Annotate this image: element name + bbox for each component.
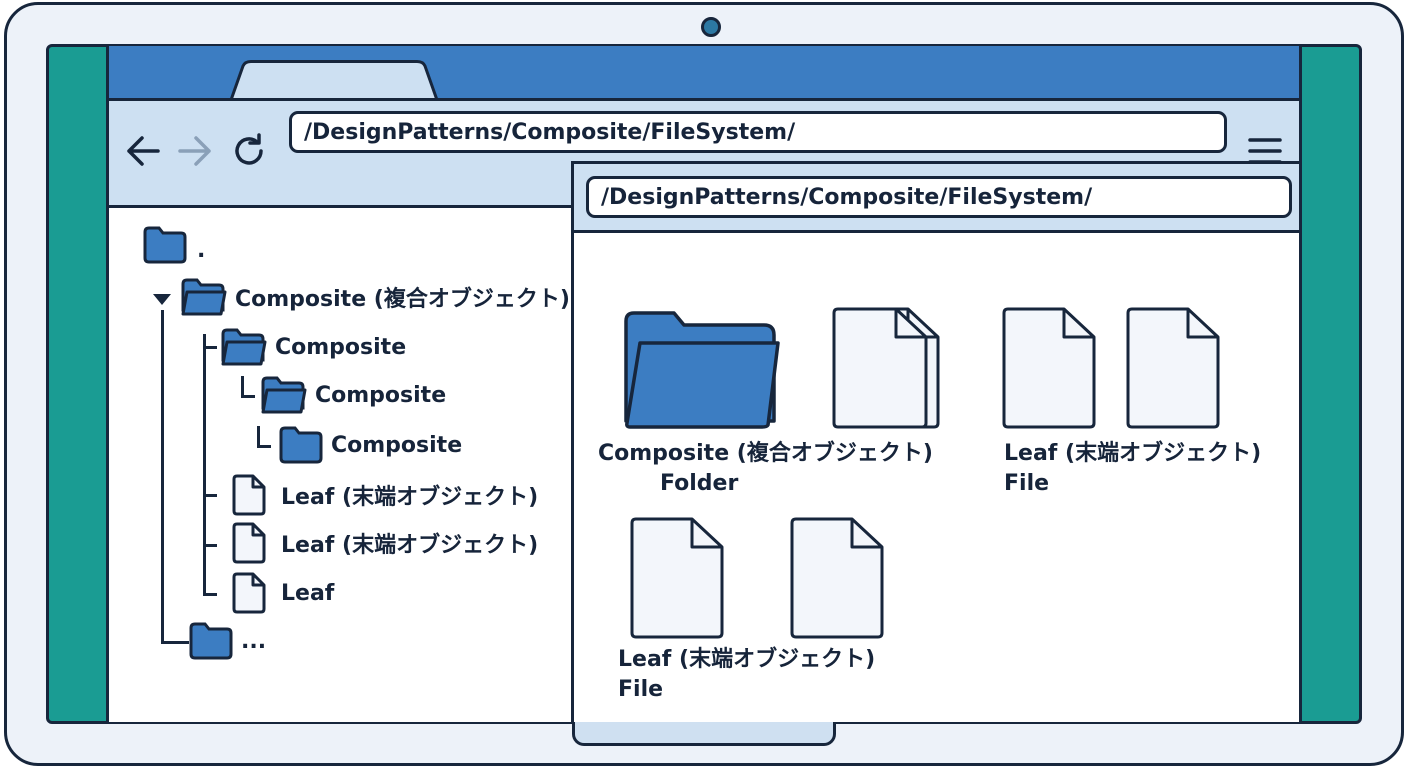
content-item-leaf-file-a[interactable] [1000, 305, 1100, 435]
tree-item-root[interactable]: . [143, 226, 205, 264]
file-icon [1126, 307, 1220, 429]
folder-icon [279, 426, 323, 464]
file-icon [232, 474, 266, 516]
tree-item-label: Composite (複合オブジェクト) [235, 287, 570, 312]
folder-icon [189, 622, 233, 660]
tree-item-label: ... [241, 628, 267, 654]
file-icon [1002, 307, 1096, 429]
tab-strip [109, 46, 1299, 100]
content-item-file-stack[interactable] [830, 305, 946, 435]
browser-tab[interactable] [229, 60, 449, 100]
address-bar-input[interactable] [289, 111, 1227, 153]
folder-tree-pane: . Composite (複合オブジェクト) Composite Composi… [109, 208, 571, 722]
tree-connector [257, 426, 260, 448]
path-strip: /DesignPatterns/Composite/FileSystem/ [574, 161, 1299, 233]
refresh-button[interactable] [227, 129, 271, 173]
forward-button[interactable] [173, 129, 217, 173]
file-browser-window: . Composite (複合オブジェクト) Composite Composi… [106, 46, 1302, 722]
tree-item-label: Leaf [281, 580, 335, 606]
content-item-leaf-file-b[interactable] [1124, 305, 1224, 435]
tree-connector [241, 395, 255, 398]
content-item-type: Folder [660, 471, 739, 496]
tree-connector [241, 376, 244, 398]
expand-caret-icon[interactable] [153, 294, 171, 305]
content-item-leaf-file-d[interactable] [788, 515, 888, 645]
back-button[interactable] [121, 129, 165, 173]
tree-item-label: Leaf (末端オブジェクト) [281, 533, 539, 558]
tree-item-label: Composite [275, 334, 407, 360]
content-item-composite-folder[interactable] [622, 309, 782, 433]
folder-open-icon [624, 311, 780, 429]
folder-contents-pane: /DesignPatterns/Composite/FileSystem/ Co… [571, 161, 1299, 722]
folder-icon [143, 226, 187, 264]
tree-item-composite-root[interactable]: Composite (複合オブジェクト) [181, 278, 570, 316]
refresh-icon [235, 133, 263, 165]
content-item-type: File [1004, 471, 1050, 496]
tree-connector [203, 334, 206, 596]
arrow-left-icon [127, 136, 160, 166]
camera-icon [701, 17, 721, 37]
current-path-field[interactable]: /DesignPatterns/Composite/FileSystem/ [586, 176, 1292, 218]
folder-open-icon [221, 328, 267, 366]
tree-item-leaf-2[interactable]: Leaf (末端オブジェクト) [231, 522, 538, 564]
content-item-name: Composite (複合オブジェクト) [598, 441, 933, 466]
file-icon [790, 517, 884, 639]
tree-connector [203, 494, 217, 497]
content-item-name: Leaf (末端オブジェクト) [618, 647, 876, 672]
tree-item-composite-3[interactable]: Composite [279, 426, 462, 464]
tree-item-label: Composite [315, 382, 447, 408]
folder-open-icon [181, 278, 227, 316]
laptop-base-notch [572, 722, 836, 746]
tree-connector [203, 544, 217, 547]
tree-item-label: Leaf (末端オブジェクト) [281, 485, 539, 510]
tree-connector [257, 445, 271, 448]
tree-connector [161, 641, 189, 644]
file-icon [232, 572, 266, 614]
tree-item-composite-2[interactable]: Composite [261, 376, 446, 414]
tree-connector [161, 310, 164, 644]
arrow-right-icon [178, 136, 211, 166]
content-item-type: File [618, 677, 664, 702]
tree-item-label: Composite [331, 432, 463, 458]
tree-connector [203, 593, 217, 596]
file-icon [630, 517, 724, 639]
tree-item-label: . [197, 237, 206, 263]
tree-connector [203, 346, 217, 349]
file-icon [232, 522, 266, 564]
tree-item-leaf-3[interactable]: Leaf [231, 572, 334, 614]
file-stack-icon [832, 307, 940, 429]
tree-item-more[interactable]: ... [189, 622, 266, 660]
content-item-leaf-file-c[interactable] [628, 515, 728, 645]
folder-open-icon [261, 376, 307, 414]
tree-item-composite-1[interactable]: Composite [221, 328, 406, 366]
tree-item-leaf-1[interactable]: Leaf (末端オブジェクト) [231, 474, 538, 516]
content-item-name: Leaf (末端オブジェクト) [1004, 441, 1262, 466]
